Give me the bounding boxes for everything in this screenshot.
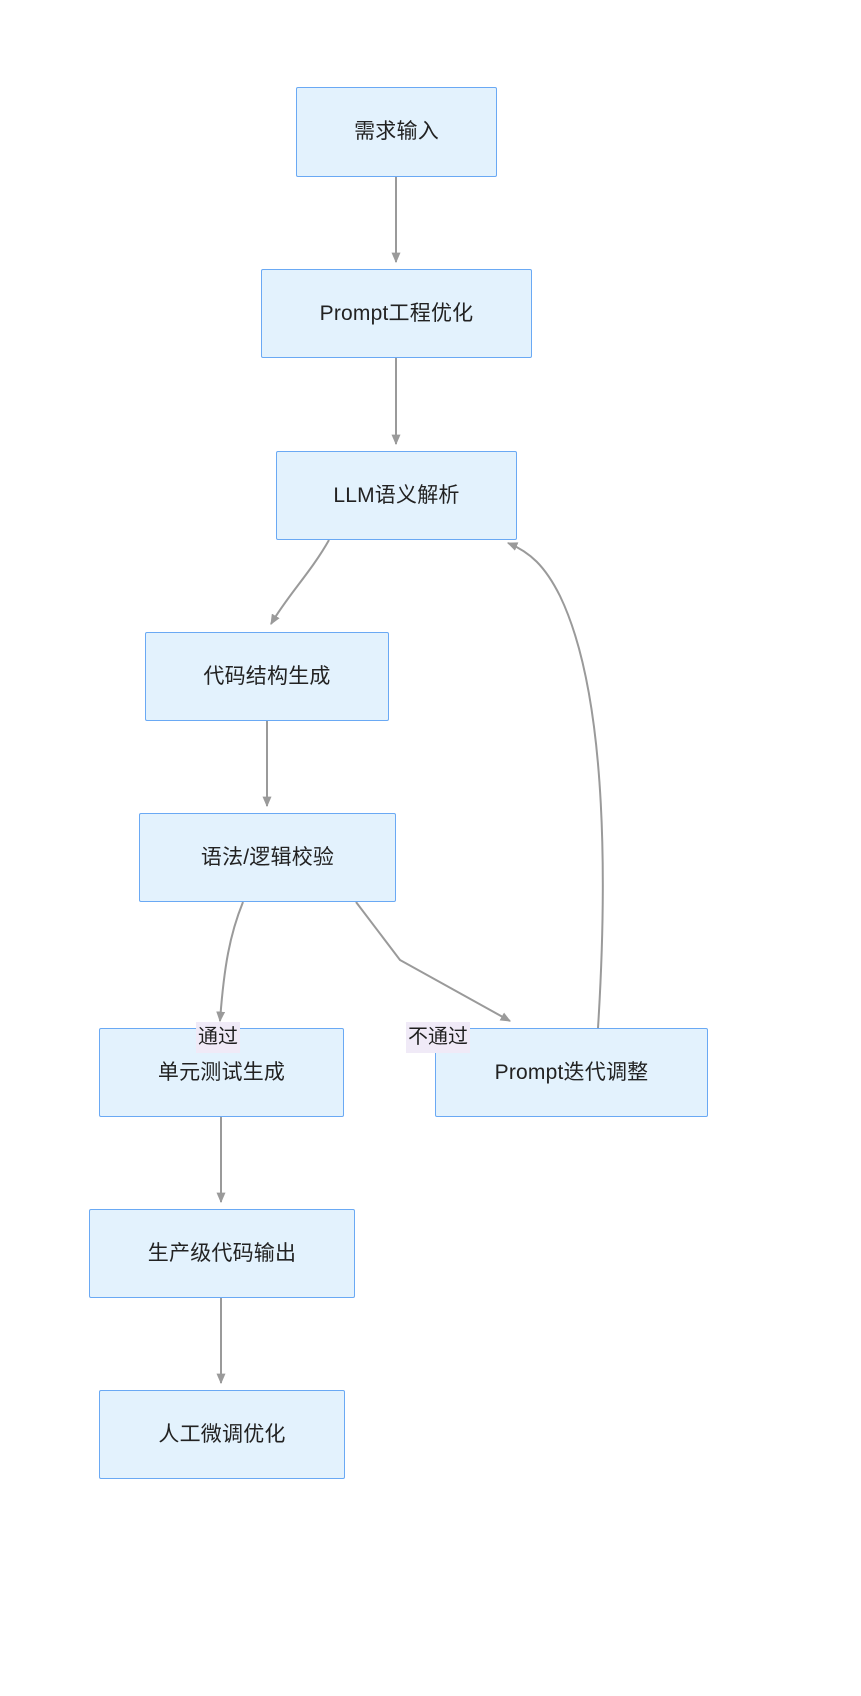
node-prompt-iteration-adjustment[interactable]: Prompt迭代调整 xyxy=(435,1028,708,1117)
edge-n7-n3 xyxy=(506,542,604,1029)
node-label: 人工微调优化 xyxy=(158,1422,286,1446)
edge-n3-n4 xyxy=(270,539,330,625)
edge-label-pass: 通过 xyxy=(196,1022,240,1053)
edge-n5-n6 xyxy=(216,901,244,1023)
node-label: Prompt迭代调整 xyxy=(494,1060,649,1084)
node-manual-fine-tuning[interactable]: 人工微调优化 xyxy=(99,1390,345,1479)
node-label: 需求输入 xyxy=(354,120,439,144)
node-label: LLM语义解析 xyxy=(333,483,460,507)
node-label: 生产级代码输出 xyxy=(147,1241,297,1265)
edge-n5-n7 xyxy=(355,901,511,1022)
node-label: Prompt工程优化 xyxy=(319,301,474,325)
node-prompt-engineering[interactable]: Prompt工程优化 xyxy=(261,269,532,358)
node-llm-semantic-parsing[interactable]: LLM语义解析 xyxy=(276,451,517,540)
node-code-structure-generation[interactable]: 代码结构生成 xyxy=(145,632,389,721)
node-production-code-output[interactable]: 生产级代码输出 xyxy=(89,1209,355,1298)
edge-label-fail: 不通过 xyxy=(406,1022,470,1053)
node-label: 语法/逻辑校验 xyxy=(200,845,335,869)
node-requirement-input[interactable]: 需求输入 xyxy=(296,87,497,177)
node-label: 单元测试生成 xyxy=(157,1060,286,1084)
node-syntax-logic-validation[interactable]: 语法/逻辑校验 xyxy=(139,813,396,902)
node-label: 代码结构生成 xyxy=(203,664,331,688)
